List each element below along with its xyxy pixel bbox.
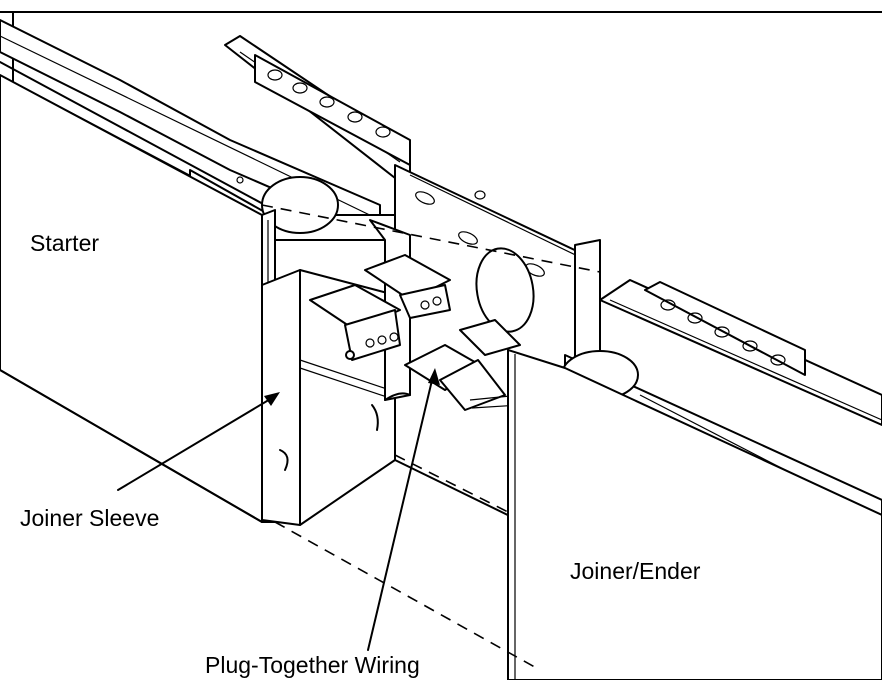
cable-grip-upper	[254, 54, 411, 166]
alignment-guides	[261, 204, 601, 671]
joiner-sleeve-label: Joiner Sleeve	[20, 505, 160, 531]
plug-wiring-leader	[367, 368, 440, 651]
plug-wiring-label: Plug-Together Wiring	[205, 652, 420, 678]
starter-label: Starter	[30, 230, 100, 256]
joiner-sleeve-leader	[117, 392, 280, 491]
plug-connectors	[309, 254, 521, 411]
joiner-ender-label: Joiner/Ender	[570, 558, 701, 584]
joiner-ender-body	[507, 349, 882, 680]
